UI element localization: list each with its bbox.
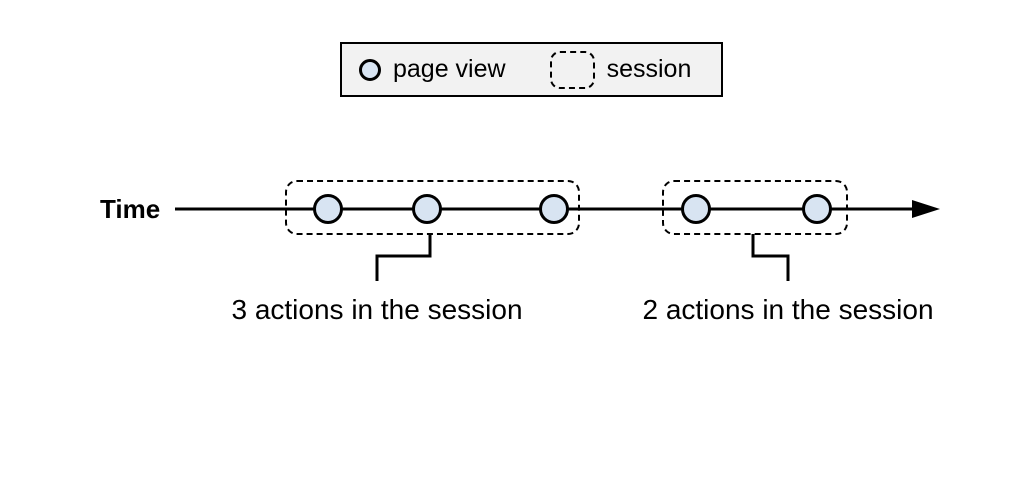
session-2-box	[662, 180, 848, 235]
session-2-annotation: 2 actions in the session	[642, 294, 934, 325]
session-1-callout-line	[375, 234, 432, 281]
page-view-marker	[539, 194, 569, 224]
page-view-marker	[313, 194, 343, 224]
page-view-marker	[802, 194, 832, 224]
timeline-arrowhead-icon	[912, 200, 940, 218]
time-axis-label: Time	[100, 194, 161, 224]
session-2-callout-line	[751, 234, 790, 281]
legend: page view session	[340, 42, 723, 97]
page-view-icon	[359, 58, 381, 81]
legend-session-label: session	[606, 55, 692, 83]
legend-page-view-label: page view	[393, 55, 506, 83]
session-icon	[549, 50, 595, 89]
page-view-marker	[412, 194, 442, 224]
page-view-marker	[681, 194, 711, 224]
session-1-annotation: 3 actions in the session	[231, 294, 523, 325]
session-1-box	[285, 180, 580, 235]
